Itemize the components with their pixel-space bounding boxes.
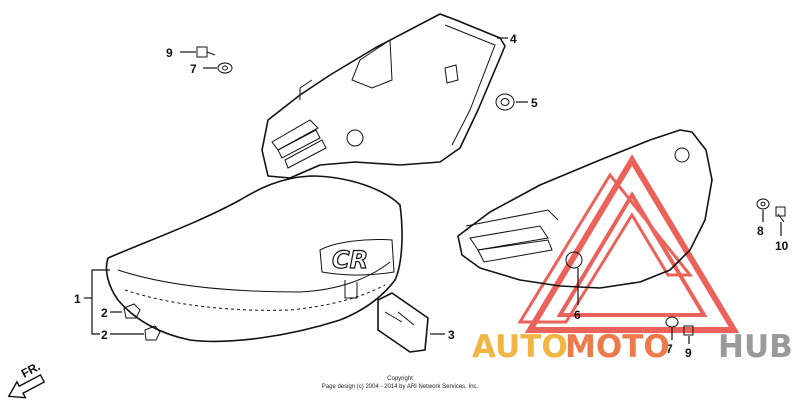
bracket-part: [377, 292, 429, 353]
callout-2-upper: 2: [101, 306, 108, 320]
seat-part: CR: [105, 175, 403, 343]
callout-1: 1: [74, 292, 81, 306]
callout-9-top: 9: [166, 46, 173, 60]
watermark-moto: MOTO: [565, 329, 670, 365]
callout-3: 3: [448, 328, 455, 342]
callout-7-top: 7: [190, 62, 197, 76]
callout-7-bottom: 7: [666, 342, 673, 356]
copyright-title: Copyright: [387, 376, 413, 382]
nut-2a-icon: [123, 303, 141, 319]
bolt-10-icon: [775, 206, 786, 223]
right-side-cover-part: [457, 129, 713, 289]
callout-6: 6: [574, 308, 581, 322]
direction-marker-label: FR.: [19, 359, 43, 380]
callout-4: 4: [510, 32, 517, 46]
callout-8: 8: [757, 224, 764, 238]
bolt-9-bottom-icon: [683, 325, 694, 336]
leader-lines: [84, 37, 782, 344]
copyright-line: Page design (c) 2004 - 2014 by ARI Netwo…: [322, 384, 479, 390]
callout-10: 10: [775, 239, 789, 253]
washer-7-bottom-icon: [665, 316, 679, 328]
front-direction-arrow-icon: FR.: [7, 359, 46, 399]
left-side-cover-part: [261, 13, 506, 179]
callout-9-bottom: 9: [685, 346, 692, 360]
watermark-hub: HUB: [718, 329, 793, 365]
watermark-auto: AUTO: [472, 329, 568, 365]
washer-8-icon: [756, 198, 770, 210]
nut-2b-icon: [144, 325, 161, 341]
callout-5: 5: [531, 96, 538, 110]
watermark-logo-icon: [517, 154, 740, 333]
seat-emblem: CR: [332, 246, 368, 274]
bolt-9-top-icon: [196, 46, 216, 58]
grommet-5-icon: [495, 93, 515, 111]
callout-2-lower: 2: [101, 328, 108, 342]
washer-7-top-icon: [217, 62, 233, 74]
